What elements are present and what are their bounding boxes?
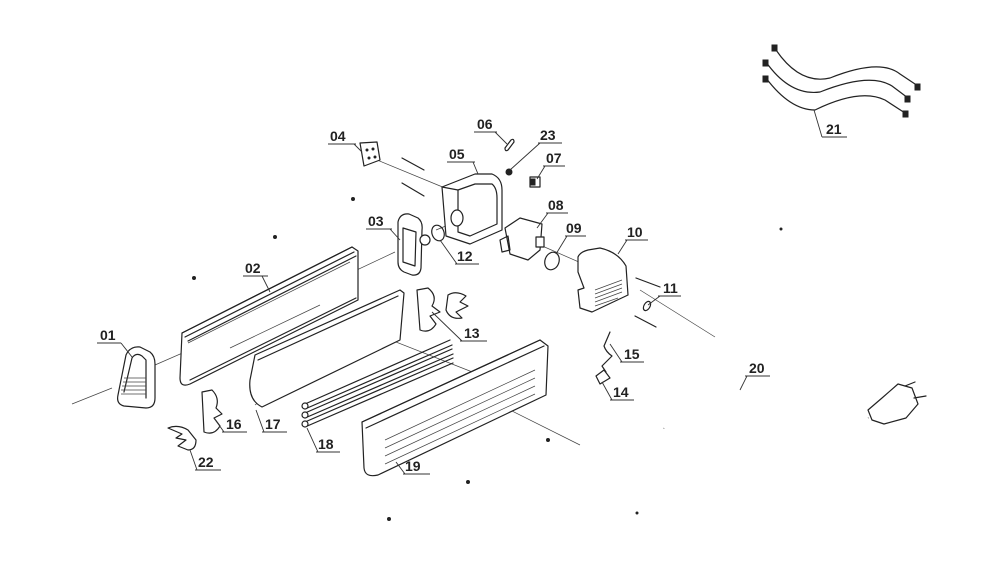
part-09-washer[interactable] bbox=[542, 250, 561, 272]
callout-14: 14 bbox=[601, 381, 634, 401]
part-22-support[interactable] bbox=[167, 425, 197, 451]
callout-20: 20 bbox=[739, 360, 770, 391]
callout-09: 09 bbox=[555, 220, 586, 255]
part-17-reflector[interactable] bbox=[249, 289, 405, 408]
label-15: 15 bbox=[624, 346, 640, 362]
label-10: 10 bbox=[627, 224, 643, 240]
label-11: 11 bbox=[663, 280, 678, 296]
stray-screw-dots bbox=[192, 197, 783, 521]
part-10-cover[interactable] bbox=[577, 247, 629, 313]
label-08: 08 bbox=[548, 197, 564, 213]
label-20: 20 bbox=[749, 360, 765, 376]
callout-17: 17 bbox=[255, 409, 287, 433]
part-07-terminal[interactable] bbox=[529, 176, 541, 188]
callout-08: 08 bbox=[536, 197, 568, 229]
part-18-heating-tubes[interactable] bbox=[301, 339, 454, 428]
callout-04: 04 bbox=[328, 128, 363, 153]
label-06: 06 bbox=[477, 116, 493, 132]
callout-13: 13 bbox=[431, 311, 487, 342]
label-13: 13 bbox=[464, 325, 480, 341]
label-19: 19 bbox=[405, 458, 421, 474]
label-18: 18 bbox=[318, 436, 334, 452]
callout-18: 18 bbox=[306, 427, 340, 453]
part-08-switch[interactable] bbox=[499, 217, 545, 261]
callout-10: 10 bbox=[617, 224, 648, 255]
label-05: 05 bbox=[449, 146, 465, 162]
label-21: 21 bbox=[826, 121, 842, 137]
callout-01: 01 bbox=[97, 327, 133, 358]
label-14: 14 bbox=[613, 384, 629, 400]
callout-15: 15 bbox=[609, 343, 644, 363]
callout-22: 22 bbox=[189, 449, 221, 471]
callout-06: 06 bbox=[474, 116, 508, 145]
label-04: 04 bbox=[330, 128, 346, 144]
label-09: 09 bbox=[566, 220, 582, 236]
label-07: 07 bbox=[546, 150, 562, 166]
label-17: 17 bbox=[265, 416, 281, 432]
part-21-wires[interactable] bbox=[762, 44, 921, 118]
part-15-ground-wire[interactable] bbox=[601, 331, 613, 373]
part-03-end-cap[interactable] bbox=[397, 213, 431, 276]
part-11-oring[interactable] bbox=[642, 300, 652, 312]
part-06-fuse[interactable] bbox=[504, 138, 515, 152]
callout-12: 12 bbox=[439, 239, 479, 265]
label-12: 12 bbox=[457, 248, 473, 264]
part-16-holder[interactable] bbox=[201, 389, 223, 434]
screws-top bbox=[401, 157, 661, 328]
part-04-bracket[interactable] bbox=[359, 141, 381, 167]
part-20-power-cord[interactable] bbox=[662, 380, 927, 447]
callout-19: 19 bbox=[395, 458, 430, 475]
part-19-front-grille[interactable] bbox=[361, 339, 549, 477]
callout-07: 07 bbox=[536, 150, 565, 180]
label-22: 22 bbox=[198, 454, 214, 470]
part-02-top-housing[interactable] bbox=[179, 246, 359, 386]
label-01: 01 bbox=[100, 327, 116, 343]
part-14-clamp[interactable] bbox=[595, 369, 611, 385]
label-03: 03 bbox=[368, 213, 384, 229]
part-01-end-cap[interactable] bbox=[117, 346, 156, 409]
label-02: 02 bbox=[245, 260, 261, 276]
callout-03: 03 bbox=[366, 213, 401, 241]
callout-16: 16 bbox=[213, 416, 247, 433]
part-23-nut[interactable] bbox=[505, 168, 513, 176]
callout-05: 05 bbox=[447, 146, 479, 175]
callout-02: 02 bbox=[243, 260, 271, 293]
label-16: 16 bbox=[226, 416, 242, 432]
label-23: 23 bbox=[540, 127, 556, 143]
part-12-gasket[interactable] bbox=[430, 223, 447, 242]
part-05-control-box[interactable] bbox=[441, 173, 503, 245]
part-13-holder[interactable] bbox=[416, 287, 469, 332]
callout-21: 21 bbox=[813, 109, 847, 138]
callout-23: 23 bbox=[509, 127, 562, 171]
callout-11: 11 bbox=[647, 280, 681, 306]
